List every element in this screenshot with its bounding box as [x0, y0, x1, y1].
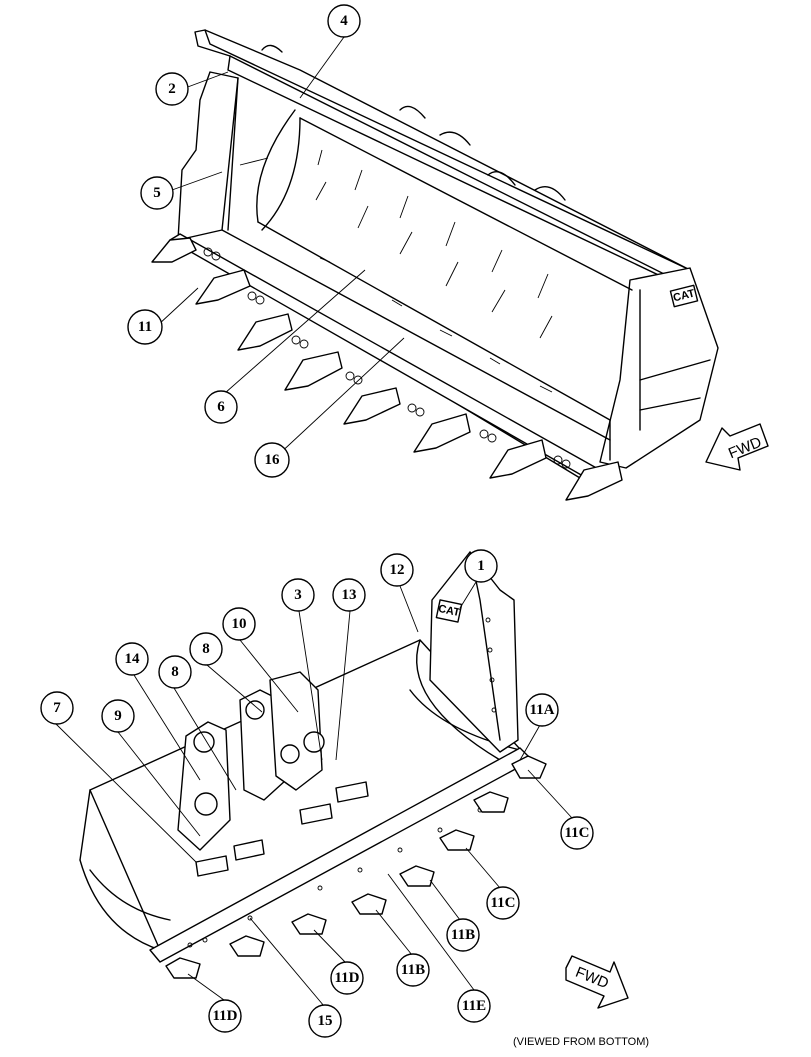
- svg-text:3: 3: [294, 587, 302, 603]
- top-bucket-drawing: CAT: [151, 29, 719, 501]
- callout-11a: 11A: [525, 693, 559, 727]
- svg-text:1: 1: [477, 558, 485, 574]
- callout-11b-left: 11B: [396, 953, 430, 987]
- callout-11e: 11E: [457, 989, 491, 1023]
- callout-8-upper: 8: [189, 632, 223, 666]
- callout-2: 2: [155, 72, 189, 106]
- callout-12: 12: [380, 553, 414, 587]
- callout-15: 15: [308, 1004, 342, 1038]
- svg-text:8: 8: [202, 641, 210, 657]
- callout-11c-right: 11C: [560, 816, 594, 850]
- callout-13: 13: [332, 578, 366, 612]
- bottom-leader-lines: [55, 581, 573, 1007]
- callout-8-lower: 8: [158, 655, 192, 689]
- svg-text:9: 9: [114, 708, 122, 724]
- callout-1: 1: [464, 549, 498, 583]
- callout-6: 6: [204, 390, 238, 424]
- svg-text:7: 7: [53, 700, 61, 716]
- svg-text:11A: 11A: [529, 702, 554, 718]
- callout-10: 10: [222, 607, 256, 641]
- svg-text:15: 15: [318, 1013, 333, 1029]
- svg-text:11C: 11C: [490, 895, 515, 911]
- top-leader-lines: [157, 36, 405, 458]
- svg-text:2: 2: [168, 81, 176, 97]
- fwd-arrow-bottom: FWD: [565, 955, 629, 1009]
- svg-text:8: 8: [171, 664, 179, 680]
- svg-text:11E: 11E: [462, 998, 486, 1014]
- svg-text:4: 4: [340, 13, 348, 29]
- svg-text:11B: 11B: [401, 962, 425, 978]
- callout-5: 5: [140, 176, 174, 210]
- callout-3: 3: [281, 578, 315, 612]
- callout-11d-mid: 11D: [330, 961, 364, 995]
- callout-11: 11: [127, 309, 163, 345]
- callout-11b-right: 11B: [446, 918, 480, 952]
- fwd-arrow-top: FWD: [705, 423, 769, 471]
- callout-7: 7: [40, 691, 74, 725]
- callout-4: 4: [327, 4, 361, 38]
- bottom-teeth: [165, 755, 547, 979]
- svg-text:11: 11: [138, 319, 152, 335]
- svg-text:13: 13: [342, 587, 357, 603]
- cat-logo-top: CAT: [672, 287, 696, 304]
- svg-text:11B: 11B: [451, 927, 475, 943]
- cat-logo-bottom: CAT: [437, 603, 461, 619]
- callout-9: 9: [101, 699, 135, 733]
- callout-16: 16: [254, 442, 290, 478]
- bucket-teeth: [151, 237, 623, 501]
- svg-text:11D: 11D: [334, 970, 359, 986]
- svg-text:6: 6: [217, 399, 225, 415]
- svg-text:12: 12: [390, 562, 405, 578]
- svg-text:5: 5: [153, 185, 161, 201]
- svg-text:10: 10: [232, 616, 247, 632]
- viewed-from-bottom-caption: (VIEWED FROM BOTTOM): [513, 1036, 649, 1048]
- svg-text:11D: 11D: [212, 1008, 237, 1024]
- svg-text:11C: 11C: [564, 825, 589, 841]
- svg-text:14: 14: [125, 651, 141, 667]
- callout-11c-mid: 11C: [486, 886, 520, 920]
- callout-11d-left: 11D: [208, 999, 242, 1033]
- bottom-bucket-drawing: CAT: [79, 551, 547, 979]
- svg-text:16: 16: [265, 452, 281, 468]
- callout-14: 14: [115, 642, 149, 676]
